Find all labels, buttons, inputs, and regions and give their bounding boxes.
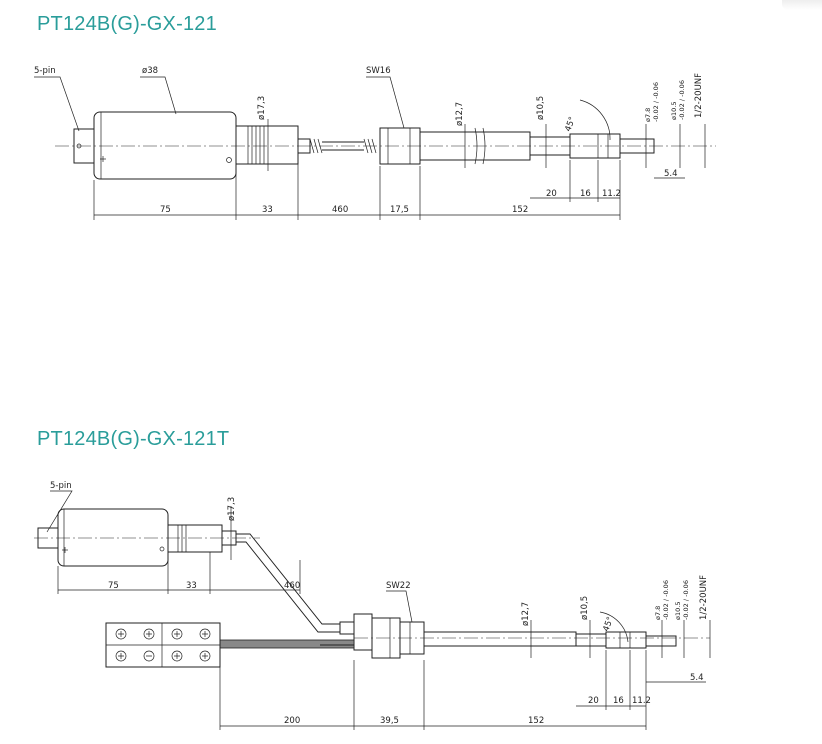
d2-seal-dia: ø7.8 (654, 606, 662, 620)
d1-dim-152: 152 (512, 205, 528, 215)
d2-tip-dia: ø10,5 (580, 596, 590, 620)
d1-thread-dia: ø10.5 (670, 102, 678, 120)
d2-stem-dia: ø12,7 (521, 602, 531, 626)
d2-dim-200: 200 (284, 716, 300, 726)
corner-tab (782, 0, 822, 10)
d1-dim-11-2: 11.2 (602, 189, 621, 199)
d2-dim-5-4: 5.4 (690, 673, 704, 683)
d2-thread: 1/2-20UNF (699, 575, 709, 620)
d1-dim-33: 33 (262, 205, 273, 215)
d1-dim-20: 20 (546, 189, 557, 199)
d1-thread-tol: -0.02 / -0.06 (678, 80, 686, 120)
drawing2: 5-pin ø17,3 SW22 ø12,7 ø10,5 45° ø7.8 -0… (34, 481, 711, 730)
d2-dim-39-5: 39,5 (380, 716, 399, 726)
d1-dim-460: 460 (332, 205, 348, 215)
d2-dim-460: 460 (284, 581, 300, 591)
d2-dim-33: 33 (186, 581, 197, 591)
d2-angle: 45° (601, 615, 616, 633)
d2-pin-label: 5-pin (50, 481, 72, 491)
d1-seal-tol: -0.02 / -0.06 (652, 82, 660, 122)
d2-dim-20: 20 (588, 696, 599, 706)
d2-dim-16: 16 (613, 696, 624, 706)
d1-dim-75: 75 (160, 205, 171, 215)
drawing1: 5-pin ø38 SW16 ø17,3 ø12,7 ø10,5 45° ø7.… (34, 66, 716, 220)
d2-thread-tol: -0.02 / -0.06 (682, 580, 690, 620)
d1-wrench-label: SW16 (366, 66, 391, 76)
d2-thread-dia: ø10.5 (674, 602, 682, 620)
d2-dim-75: 75 (108, 581, 119, 591)
d2-dim-11-2: 11.2 (632, 696, 651, 706)
d1-dim-5-4: 5.4 (664, 169, 678, 179)
d1-dim-16: 16 (580, 189, 591, 199)
drawing2-title: PT124B(G)-GX-121T (37, 428, 230, 450)
d2-seal-tol: -0.02 / -0.06 (662, 580, 670, 620)
d1-stem-dia: ø12,7 (455, 102, 465, 126)
d1-collar-dia: ø17,3 (257, 96, 267, 120)
d1-pin-label: 5-pin (34, 66, 56, 76)
d2-dim-152: 152 (528, 716, 544, 726)
d2-collar-dia: ø17,3 (227, 497, 237, 521)
d1-tip-dia: ø10,5 (536, 96, 546, 120)
d1-angle: 45° (563, 115, 578, 133)
d1-dim-17-5: 17,5 (390, 205, 409, 215)
d1-housing-dia: ø38 (142, 66, 158, 76)
d2-wrench-label: SW22 (386, 581, 411, 591)
d1-thread: 1/2-20UNF (694, 73, 704, 118)
d1-seal-dia: ø7.8 (644, 108, 652, 122)
drawing1-title: PT124B(G)-GX-121 (37, 13, 217, 35)
